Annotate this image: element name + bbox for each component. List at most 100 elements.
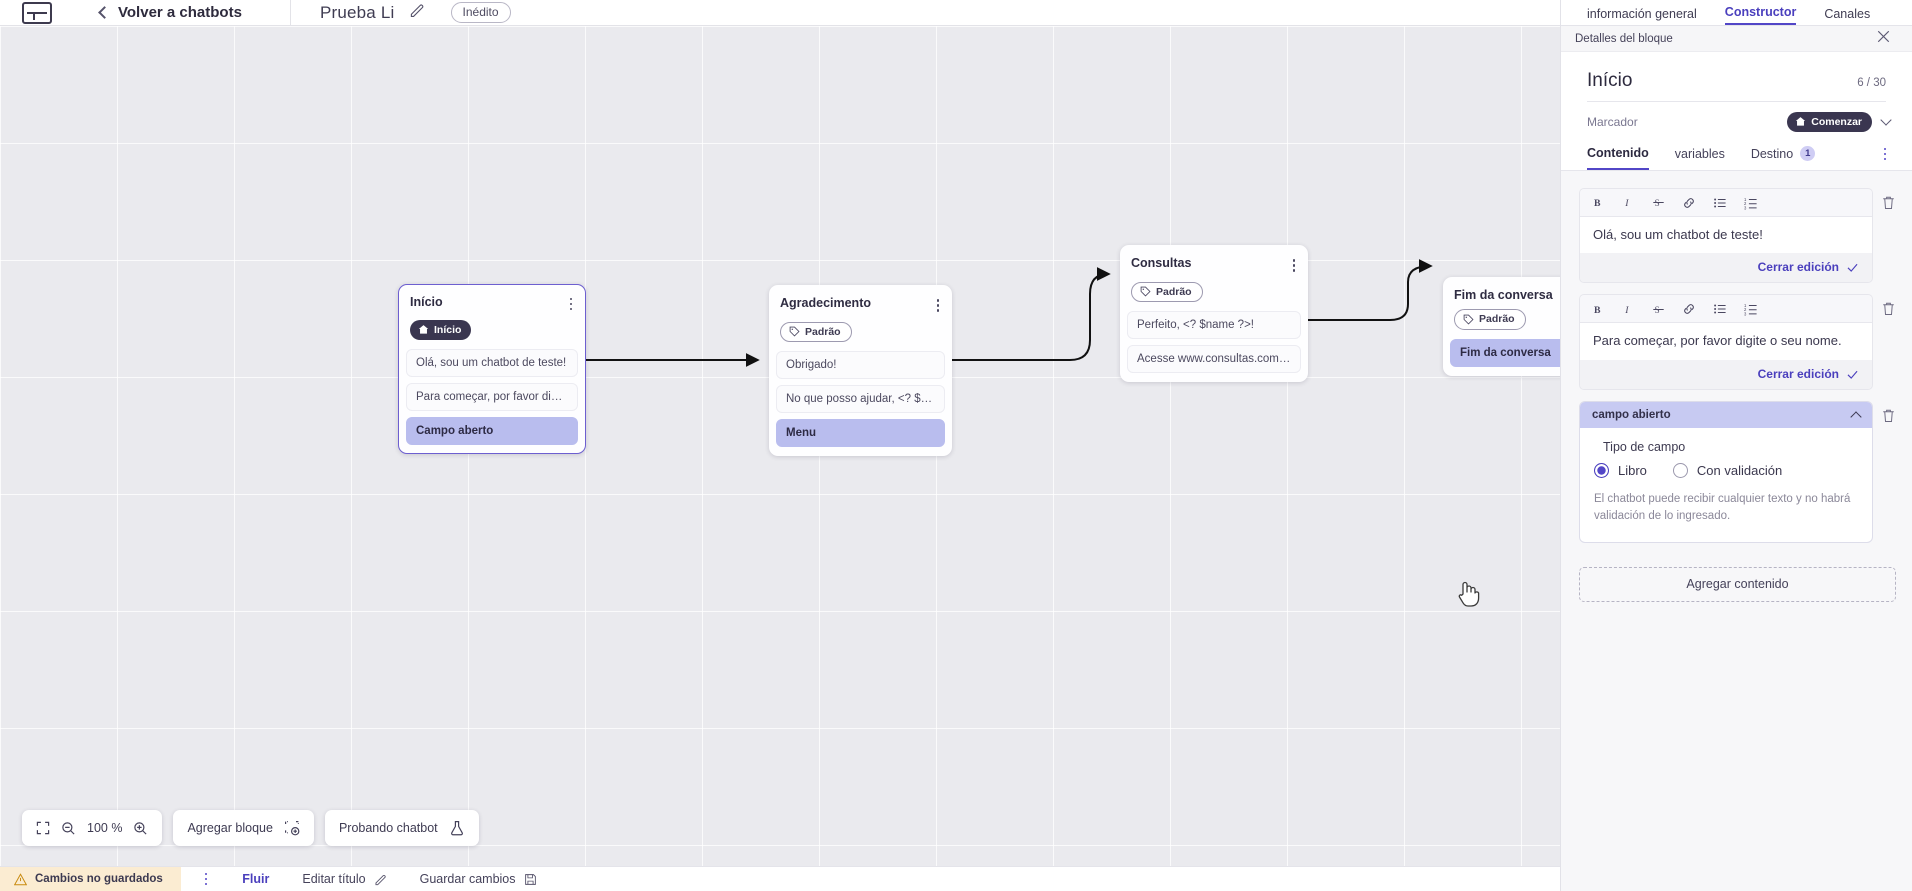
node-header: Consultas [1120, 254, 1308, 275]
svg-text:1: 1 [1744, 303, 1747, 308]
svg-text:B: B [1594, 198, 1601, 209]
check-icon [1847, 370, 1858, 379]
flow-node-agradecimento[interactable]: Agradecimento Padrão Obrigado! No que po… [769, 285, 952, 456]
svg-text:1: 1 [1744, 196, 1747, 201]
node-row[interactable]: Menu [776, 419, 945, 447]
node-row[interactable]: Perfeito, <? $name ?>! [1127, 311, 1301, 339]
node-row[interactable]: Para começar, por favor digite o ... [406, 383, 578, 411]
tab-fluir[interactable]: Fluir [242, 872, 269, 886]
back-to-chatbots-link[interactable]: Volver a chatbots [98, 4, 242, 21]
zoom-in-icon[interactable] [133, 821, 148, 836]
check-icon [1847, 263, 1858, 272]
field-block: campo abierto Tipo de campo Libro [1579, 401, 1896, 543]
svg-text:2: 2 [1744, 307, 1747, 312]
tab-contenido[interactable]: Contenido [1587, 146, 1649, 170]
delete-field-icon[interactable] [1881, 401, 1896, 428]
bullet-list-icon[interactable] [1713, 302, 1727, 316]
svg-text:B: B [1594, 305, 1601, 316]
flow-canvas[interactable]: Início Início Olá, sou um chatbot de tes… [0, 26, 1560, 866]
edit-title-button[interactable]: Editar título [302, 872, 386, 886]
node-header: Fim da conversa [1443, 286, 1560, 302]
italic-icon[interactable]: I [1622, 196, 1635, 209]
field-header-label: campo abierto [1592, 409, 1671, 422]
radio-dot [1672, 463, 1688, 479]
node-menu-icon[interactable] [1291, 256, 1298, 275]
marker-badge[interactable]: Comenzar [1787, 112, 1872, 132]
link-icon[interactable] [1682, 302, 1696, 316]
status-badge: Inédito [450, 2, 511, 23]
top-header: Volver a chatbots Prueba Li Inédito [0, 0, 1560, 26]
bullet-list-icon[interactable] [1713, 196, 1727, 210]
tab-variables[interactable]: variables [1675, 147, 1725, 169]
tab-variables-label: variables [1674, 146, 1725, 161]
node-rows: Perfeito, <? $name ?>! Acesse www.consul… [1120, 311, 1308, 373]
save-changes-button[interactable]: Guardar cambios [420, 872, 537, 886]
unsaved-changes-status: Cambios no guardados [0, 866, 181, 891]
marker-label: Marcador [1587, 114, 1638, 129]
fit-screen-icon[interactable] [36, 821, 50, 835]
close-edition-button[interactable]: Cerrar edición [1757, 367, 1839, 382]
node-row[interactable]: No que posso ajudar, <? $name ... [776, 385, 945, 413]
campo-abierto-block: campo abierto Tipo de campo Libro [1579, 401, 1873, 543]
pencil-icon[interactable] [409, 2, 425, 23]
svg-text:I: I [1624, 305, 1629, 316]
editor-text[interactable]: Olá, sou um chatbot de teste! [1580, 216, 1872, 254]
editor-text[interactable]: Para começar, por favor digite o seu nom… [1580, 323, 1872, 361]
flow-node-fim-da-conversa[interactable]: Fim da conversa Padrão Fim da conversa [1443, 277, 1560, 376]
panel-kebab-menu-icon[interactable] [1882, 145, 1889, 164]
editor-footer: Cerrar edición [1580, 253, 1872, 283]
strikethrough-icon[interactable]: S [1652, 303, 1665, 316]
chevron-down-icon[interactable] [1880, 114, 1892, 126]
tab-constructor[interactable]: Constructor [1724, 5, 1797, 25]
flow-node-inicio[interactable]: Início Início Olá, sou um chatbot de tes… [398, 284, 586, 454]
tab-canales[interactable]: Canales [1824, 7, 1871, 21]
node-row[interactable]: Campo aberto [406, 417, 578, 445]
node-menu-icon[interactable] [935, 296, 942, 315]
italic-icon[interactable]: I [1622, 303, 1635, 316]
node-row[interactable]: Acesse www.consultas.com par... [1127, 345, 1301, 373]
node-title: Início [410, 294, 443, 309]
panel-title-row: Início 6 / 30 [1561, 52, 1912, 101]
node-header: Agradecimento [769, 294, 952, 315]
tab-informacion-general[interactable]: información general [1587, 7, 1697, 21]
node-row[interactable]: Obrigado! [776, 351, 945, 379]
chevron-up-icon[interactable] [1850, 411, 1862, 423]
node-row[interactable]: Fim da conversa [1450, 338, 1560, 367]
bot-name: Prueba Li [319, 2, 395, 22]
add-content-button[interactable]: Agregar contenido [1579, 566, 1896, 602]
rich-text-editor[interactable]: B I S 123 Para começar, por favor digite… [1579, 294, 1873, 391]
field-header[interactable]: campo abierto [1580, 402, 1872, 429]
close-edition-button[interactable]: Cerrar edición [1757, 260, 1839, 275]
node-menu-icon[interactable] [568, 295, 575, 314]
radio-con-validacion[interactable]: Con validación [1672, 463, 1782, 479]
bold-icon[interactable]: B [1592, 196, 1605, 209]
zoom-out-icon[interactable] [61, 821, 76, 836]
tab-destino[interactable]: Destino 1 [1751, 146, 1816, 169]
header-divider [289, 0, 291, 26]
save-disk-icon [524, 873, 536, 885]
node-rows: Obrigado! No que posso ajudar, <? $name … [769, 351, 952, 447]
marker-value-group: Comenzar [1787, 112, 1892, 132]
radio-dot-selected [1594, 463, 1609, 479]
link-icon[interactable] [1682, 196, 1696, 210]
panel-subheader: Detalles del bloque [1561, 26, 1912, 52]
tab-fluir-label: Fluir [242, 872, 270, 886]
add-block-button[interactable]: Agregar bloque [173, 810, 314, 846]
node-row[interactable]: Olá, sou um chatbot de teste! [406, 349, 578, 377]
delete-block-icon[interactable] [1881, 188, 1896, 215]
rich-text-editor[interactable]: B I S 123 Olá, sou um chatbot de teste! … [1579, 187, 1873, 284]
tag-icon [1140, 286, 1151, 297]
unsaved-label: Cambios no guardados [35, 873, 163, 885]
zoom-level: 100 % [87, 821, 123, 835]
strikethrough-icon[interactable]: S [1652, 196, 1665, 209]
flow-node-consultas[interactable]: Consultas Padrão Perfeito, <? $name ?>! … [1120, 245, 1308, 382]
bottom-kebab-menu-icon[interactable] [203, 870, 210, 889]
delete-block-icon[interactable] [1881, 294, 1896, 321]
test-chatbot-button[interactable]: Probando chatbot [324, 810, 479, 846]
bold-icon[interactable]: B [1592, 303, 1605, 316]
close-icon[interactable] [1876, 29, 1891, 49]
app-logo-icon[interactable] [22, 1, 52, 24]
radio-libro[interactable]: Libro [1594, 463, 1647, 479]
